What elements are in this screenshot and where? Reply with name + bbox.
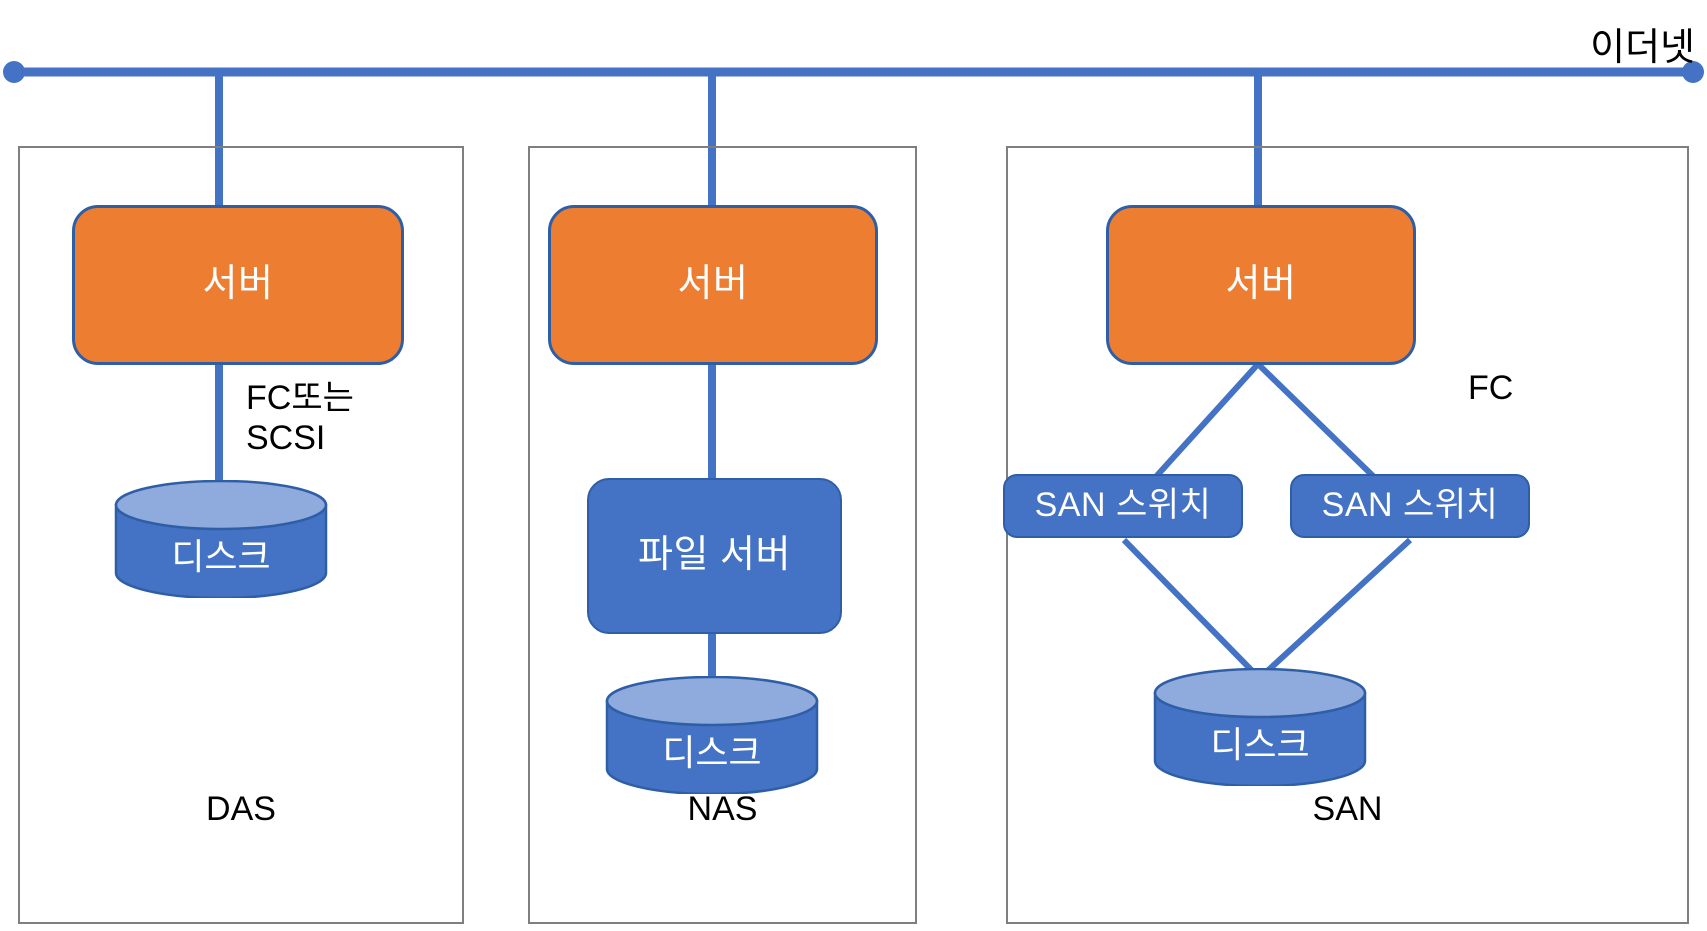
san-right-switch-to-disk-line xyxy=(1247,537,1413,690)
san-switch-left-box[interactable]: SAN 스위치 xyxy=(1003,474,1243,538)
san-disk-cylinder[interactable]: 디스크 xyxy=(1152,667,1368,788)
panel-san xyxy=(1006,146,1689,924)
nas-server-box[interactable]: 서버 xyxy=(548,205,878,365)
san-server-label: 서버 xyxy=(1225,263,1297,306)
san-server-box[interactable]: 서버 xyxy=(1106,205,1416,365)
das-link-label: FC또는 SCSI xyxy=(246,379,354,458)
ethernet-left-endpoint xyxy=(3,61,25,83)
ethernet-label: 이더넷 xyxy=(1590,27,1695,69)
san-link-label: FC xyxy=(1468,369,1514,407)
san-switch-right-label: SAN 스위치 xyxy=(1321,486,1499,525)
nas-file-server-box[interactable]: 파일 서버 xyxy=(587,478,842,634)
das-server-box[interactable]: 서버 xyxy=(72,205,404,365)
san-switch-left-label: SAN 스위치 xyxy=(1034,486,1212,525)
san-left-switch-to-disk-line xyxy=(1121,537,1271,690)
nas-file-server-label: 파일 서버 xyxy=(638,534,791,577)
das-caption: DAS xyxy=(206,790,276,828)
ethernet-right-endpoint xyxy=(1682,61,1704,83)
panel-nas xyxy=(528,146,917,924)
panel-das xyxy=(18,146,464,924)
nas-caption: NAS xyxy=(687,790,758,828)
das-disk-cylinder[interactable]: 디스크 xyxy=(113,479,329,600)
das-server-label: 서버 xyxy=(202,263,274,306)
nas-disk-cylinder[interactable]: 디스크 xyxy=(604,675,820,796)
nas-server-label: 서버 xyxy=(677,263,749,306)
san-caption: SAN xyxy=(1312,790,1383,828)
san-switch-right-box[interactable]: SAN 스위치 xyxy=(1290,474,1530,538)
